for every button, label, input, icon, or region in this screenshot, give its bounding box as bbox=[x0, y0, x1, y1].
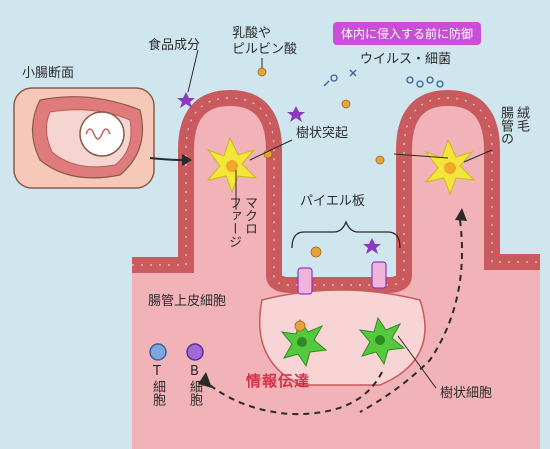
macrophage-left bbox=[206, 136, 258, 194]
food-particles bbox=[177, 92, 381, 254]
food-component-label: 食品成分 bbox=[148, 38, 201, 53]
inset-arrowhead bbox=[182, 154, 192, 166]
pointer-lines bbox=[187, 49, 493, 389]
macrophage-label-line2: ファージ bbox=[226, 196, 241, 248]
lactic-acid-label-line2: ピルビン酸 bbox=[232, 42, 298, 57]
cross-section-inset bbox=[13, 87, 155, 189]
info-arrow-dashed bbox=[205, 371, 383, 416]
m-cell-left bbox=[297, 267, 313, 295]
t-cell-label-line2: 細胞 bbox=[150, 380, 165, 406]
peyer-patch-label: パイエル板 bbox=[300, 194, 365, 209]
macrophage-label-line1: マクロ bbox=[242, 196, 257, 235]
info-transfer-label: 情報伝達 bbox=[246, 372, 311, 390]
t-cell bbox=[149, 343, 167, 361]
lactic-acid-label-line1: 乳酸や bbox=[232, 26, 272, 41]
epithelium-label: 腸管上皮細胞 bbox=[148, 294, 227, 309]
peyer-patch-dome bbox=[258, 289, 426, 386]
b-cell-label-line2: 細胞 bbox=[187, 380, 202, 406]
t-cell-label-line1: T bbox=[153, 364, 161, 379]
dendritic-cell-left bbox=[280, 318, 328, 368]
m-cell-right bbox=[371, 261, 387, 289]
inset-arrow bbox=[149, 157, 183, 161]
macrophage-dashed-path bbox=[359, 219, 463, 413]
b-cell bbox=[186, 343, 204, 361]
peyer-bracket bbox=[291, 220, 401, 249]
dendrite-label: 樹状突起 bbox=[296, 126, 349, 141]
b-cell-label-line1: B bbox=[190, 364, 199, 379]
intestinal-tissue bbox=[132, 102, 540, 449]
lactic-particles bbox=[257, 67, 385, 332]
macrophage-right bbox=[424, 138, 476, 196]
info-arrowhead bbox=[198, 372, 212, 388]
virus-bacteria bbox=[323, 69, 444, 88]
dendritic-cell-label: 樹状細胞 bbox=[440, 386, 493, 401]
epithelium-band bbox=[132, 89, 540, 293]
villi-label-line2: 絨毛 bbox=[514, 106, 529, 132]
virus-label: ウイルス・細菌 bbox=[360, 52, 452, 67]
banner-label: 体内に侵入する前に防御 bbox=[333, 22, 482, 45]
macrophage-arrowhead bbox=[455, 208, 467, 221]
cross-section-label: 小腸断面 bbox=[22, 66, 75, 81]
dendritic-cell-right bbox=[358, 316, 406, 366]
villi-label-line1: 腸管の bbox=[498, 106, 513, 145]
